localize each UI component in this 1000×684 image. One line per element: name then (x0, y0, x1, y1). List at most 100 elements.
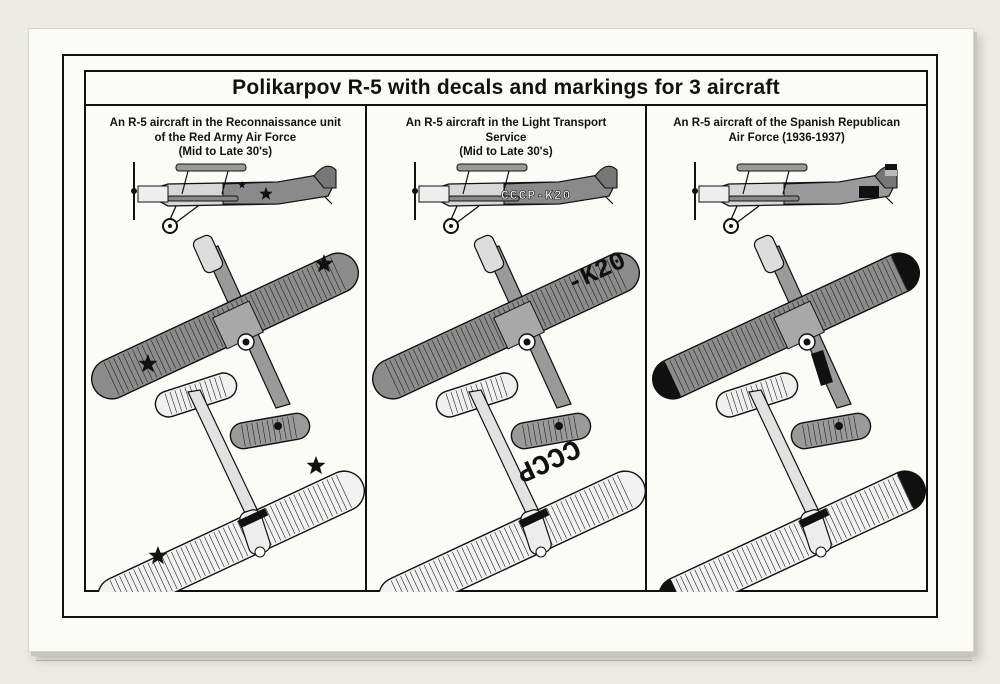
wing-rib (189, 543, 206, 576)
wing-rib (537, 422, 542, 444)
wing-rib (593, 485, 609, 519)
wing-rib (103, 362, 120, 396)
wing-rib (292, 274, 309, 308)
wing-rib (887, 479, 904, 513)
wing-rib (721, 336, 738, 369)
wing-rib (503, 527, 520, 561)
wing-rib (194, 540, 211, 574)
lower-wing (167, 195, 239, 202)
wing-rib (287, 416, 292, 439)
wing (658, 470, 927, 592)
wing-rib (853, 415, 859, 438)
strut (181, 170, 189, 195)
wing-rib (185, 545, 201, 579)
wing-rib (488, 314, 504, 347)
tail-fin (593, 165, 618, 189)
wing-rib (844, 278, 861, 312)
wing-rib (179, 327, 195, 361)
fuselage-bottom (748, 389, 827, 529)
rear-fuselage (503, 173, 616, 205)
wing-rib (232, 523, 249, 557)
wing (377, 470, 646, 592)
wing-rib (732, 551, 749, 585)
wing-rib (610, 256, 627, 290)
wing-rib (395, 578, 411, 592)
tail-mark (274, 422, 282, 430)
wing-rib (484, 536, 501, 570)
wheel-hub (168, 224, 172, 228)
wing-rib (261, 421, 267, 443)
wing-rib (881, 261, 898, 295)
wing-rib (815, 292, 832, 325)
wing-rib (254, 292, 271, 325)
wing-rib (171, 551, 187, 585)
wing-rib (770, 534, 786, 568)
wing-rib (437, 558, 454, 592)
spinner (254, 546, 266, 558)
wing-rib (746, 545, 763, 579)
landing-gear (799, 508, 830, 528)
wing-rib (204, 380, 212, 402)
wing-rib (278, 281, 294, 314)
aircraft-side-view (131, 162, 337, 234)
wing-rib (741, 547, 758, 581)
caption-line: Air Force (1936-1937) (728, 131, 845, 144)
wing-rib (840, 501, 857, 535)
wing-rib (544, 287, 561, 321)
wing-rib (740, 327, 757, 361)
wing-rib (161, 556, 178, 590)
wing-rib (850, 496, 867, 530)
wing-rib (754, 320, 771, 354)
upper-wing (456, 163, 528, 172)
wing-rib (669, 360, 686, 394)
cockpit-seat (242, 338, 250, 346)
wing-rib (784, 527, 801, 561)
wing-rib (765, 536, 782, 570)
tail-mark (554, 422, 563, 430)
wing-rib (831, 505, 848, 539)
wing-rib (685, 573, 702, 592)
wing-rib (274, 503, 291, 537)
panel-caption: An R-5 aircraft in the Reconnaissance un… (86, 116, 365, 160)
wing-rib (303, 490, 319, 524)
wing-rib (307, 488, 324, 521)
wing-rib (587, 267, 603, 301)
wing-rib (450, 331, 467, 365)
wing-rib (166, 554, 183, 587)
wing-rib (423, 565, 440, 592)
wing-rib (483, 316, 500, 350)
landing-strut (173, 205, 199, 225)
wing-rib (114, 578, 131, 592)
wing-rib (174, 390, 182, 412)
wing-rib (465, 545, 482, 579)
upper-wing (736, 163, 808, 172)
wing-rib (147, 562, 164, 592)
wing-outline (229, 412, 311, 450)
wing-rib (750, 322, 766, 356)
wing-rib (442, 556, 459, 590)
wing-outline (377, 470, 646, 592)
caption-line: Service (485, 131, 527, 144)
tail-stripe (885, 164, 898, 170)
wing-rib (745, 325, 762, 358)
wing-rib (574, 494, 591, 528)
wing-rib (526, 423, 532, 446)
wing-rib (409, 571, 426, 592)
wing-rib (122, 353, 139, 387)
wing-rib (684, 353, 700, 387)
wing-rib (745, 386, 754, 409)
caption-line: An R-5 aircraft of the Spanish Republica… (673, 117, 901, 129)
wing-rib (843, 417, 848, 440)
wing-rib (836, 503, 852, 537)
wing-rib (259, 289, 276, 323)
wing-rib (873, 485, 890, 519)
fuselage-bottom (187, 389, 265, 529)
wing-rib (460, 388, 468, 410)
panel-red-army: An R-5 aircraft in the Reconnaissance un… (86, 104, 367, 592)
tail-fin (313, 165, 337, 189)
wing-rib (119, 575, 136, 592)
wing-rib (560, 501, 576, 535)
aircraft-illustration-red-army (91, 162, 365, 592)
wing-rib (671, 580, 687, 592)
wing-rib (858, 272, 875, 306)
